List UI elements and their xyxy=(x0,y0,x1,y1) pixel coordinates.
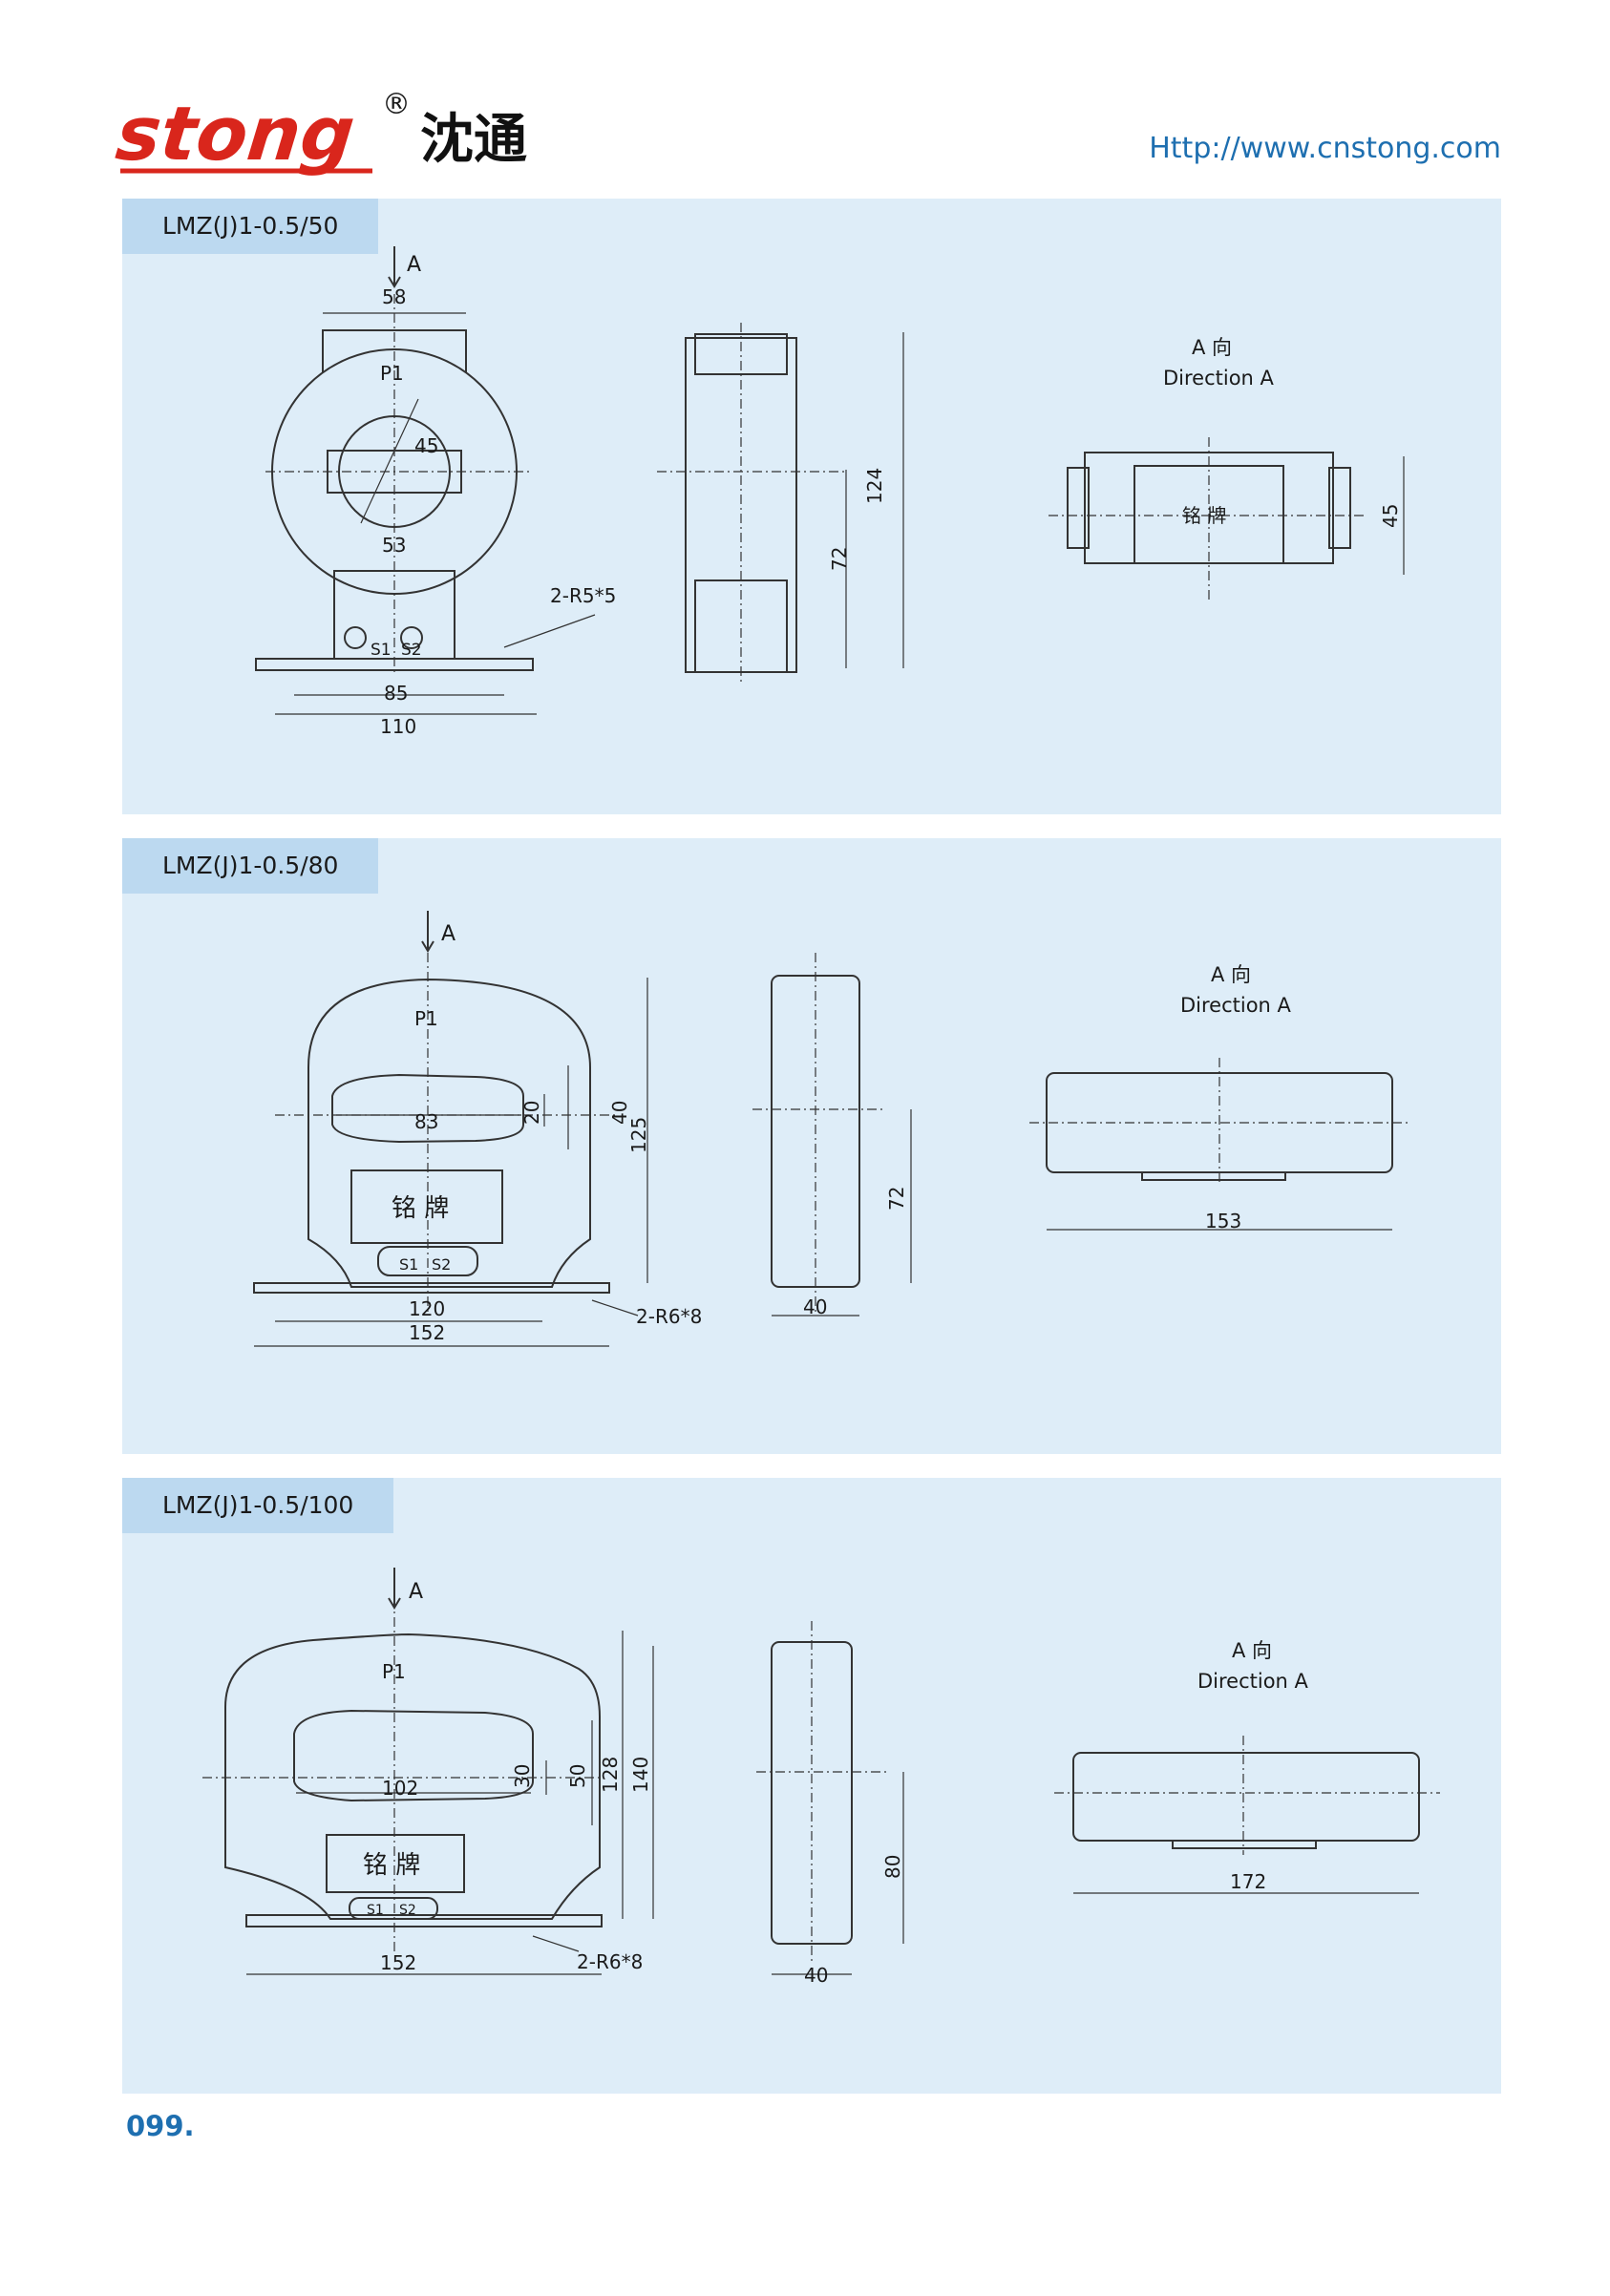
dim-window-outer: 50 xyxy=(566,1764,589,1788)
model-tab: LMZ(J)1-0.5/100 xyxy=(122,1478,394,1533)
dim-window-width: 102 xyxy=(382,1777,418,1800)
dim-window-width: 53 xyxy=(382,534,406,557)
dim-mount-holes: 2-R6*8 xyxy=(636,1305,702,1328)
dim-side-depth: 40 xyxy=(804,1964,828,1987)
terminal-s2-label: S2 xyxy=(432,1255,451,1274)
dim-window-outer: 40 xyxy=(608,1101,631,1125)
dim-mount-spacing: 120 xyxy=(409,1297,445,1320)
dim-top-width: 58 xyxy=(382,285,406,308)
direction-label-en: Direction A xyxy=(1163,367,1275,390)
terminal-s1-label: S1 xyxy=(371,641,392,660)
website-link[interactable]: Http://www.cnstong.com xyxy=(1149,132,1501,165)
dim-direction-width: 172 xyxy=(1230,1870,1266,1893)
dim-side-center-height: 72 xyxy=(885,1187,908,1211)
dim-side-height: 124 xyxy=(863,468,886,504)
logo-registered-mark: ® xyxy=(382,88,411,121)
main-body xyxy=(224,1632,601,1920)
primary-window xyxy=(293,1709,534,1802)
base-plate xyxy=(253,1282,610,1294)
logo-wordmark: stong xyxy=(113,91,359,178)
dim-side-depth: 40 xyxy=(803,1295,827,1318)
model-tab: LMZ(J)1-0.5/80 xyxy=(122,838,379,894)
direction-body xyxy=(1072,1752,1420,1842)
dim-mount-spacing: 85 xyxy=(384,682,408,705)
dim-base-width: 152 xyxy=(380,1951,416,1974)
nameplate-label: 铭 牌 xyxy=(1182,504,1226,527)
base-plate xyxy=(245,1914,603,1927)
nameplate-frame xyxy=(350,1169,503,1244)
drawing-lmzj1-50: A P1 S1 S2 58 45 53 85 110 2-R5*5 124 72… xyxy=(255,246,1405,738)
dim-direction-height: 45 xyxy=(1379,504,1402,528)
dim-window-width: 83 xyxy=(414,1110,438,1133)
direction-cap-left xyxy=(1067,467,1090,549)
nameplate-frame xyxy=(326,1834,465,1893)
terminal-p1-label: P1 xyxy=(382,1660,406,1683)
direction-base-tab xyxy=(1172,1840,1317,1849)
terminal-s2-label: S2 xyxy=(399,1903,416,1918)
nameplate-label: 铭 牌 xyxy=(392,1194,449,1223)
nameplate-label: 铭 牌 xyxy=(363,1851,420,1880)
terminal-p1-label: P1 xyxy=(414,1007,438,1030)
view-arrow-label: A xyxy=(441,922,455,946)
model-tab: LMZ(J)1-0.5/50 xyxy=(122,199,379,254)
diagram-panel-lmzj1-80: LMZ(J)1-0.5/80 xyxy=(122,838,1501,1454)
diagram-panel-lmzj1-50: LMZ(J)1-0.5/50 xyxy=(122,199,1501,814)
dim-base-width: 152 xyxy=(409,1321,445,1344)
dim-window-height: 20 xyxy=(520,1101,543,1125)
terminal-s2-label: S2 xyxy=(401,641,422,660)
dim-total-height: 125 xyxy=(627,1117,650,1153)
direction-label-cn: A 向 xyxy=(1211,963,1251,986)
dim-mount-holes: 2-R6*8 xyxy=(577,1950,643,1973)
view-arrow-label: A xyxy=(407,253,421,277)
dim-side-center-height: 80 xyxy=(881,1855,904,1879)
dim-direction-width: 153 xyxy=(1205,1210,1241,1232)
dim-window-height: 30 xyxy=(511,1764,534,1788)
diagram-panel-lmzj1-100: LMZ(J)1-0.5/100 xyxy=(122,1478,1501,2094)
direction-label-cn: A 向 xyxy=(1192,336,1232,359)
dim-base-width: 110 xyxy=(380,715,416,738)
drawing-lmzj1-80: A P1 铭 牌 S1 S2 83 20 40 125 120 152 2-R6… xyxy=(253,911,1411,1347)
direction-label-cn: A 向 xyxy=(1232,1639,1272,1662)
dim-center-height: 128 xyxy=(599,1757,622,1793)
dim-side-center-height: 72 xyxy=(828,547,851,571)
direction-label-en: Direction A xyxy=(1197,1670,1309,1693)
direction-cap-right xyxy=(1328,467,1351,549)
terminal-strip xyxy=(349,1897,438,1920)
terminal-p1-label: P1 xyxy=(380,362,404,385)
terminal-screw-s2 xyxy=(400,626,423,649)
brand-logo: stong ® 沈通 xyxy=(113,88,527,178)
dim-window-diameter: 45 xyxy=(414,434,438,457)
primary-window xyxy=(331,1073,524,1144)
main-body xyxy=(307,978,591,1288)
dim-mount-holes: 2-R5*5 xyxy=(550,584,616,607)
terminal-s1-label: S1 xyxy=(367,1903,384,1918)
direction-label-en: Direction A xyxy=(1180,994,1292,1017)
terminal-s1-label: S1 xyxy=(399,1255,418,1274)
logo-chinese-name: 沈通 xyxy=(420,109,527,171)
dim-total-height: 140 xyxy=(629,1757,652,1793)
direction-base-tab xyxy=(1141,1171,1286,1181)
drawing-lmzj1-100: A P1 铭 牌 S1 S2 102 30 50 128 140 152 2-R… xyxy=(202,1568,1440,1987)
page-number: 099. xyxy=(126,2110,195,2142)
terminal-screw-s1 xyxy=(344,626,367,649)
view-arrow-label: A xyxy=(409,1580,423,1604)
